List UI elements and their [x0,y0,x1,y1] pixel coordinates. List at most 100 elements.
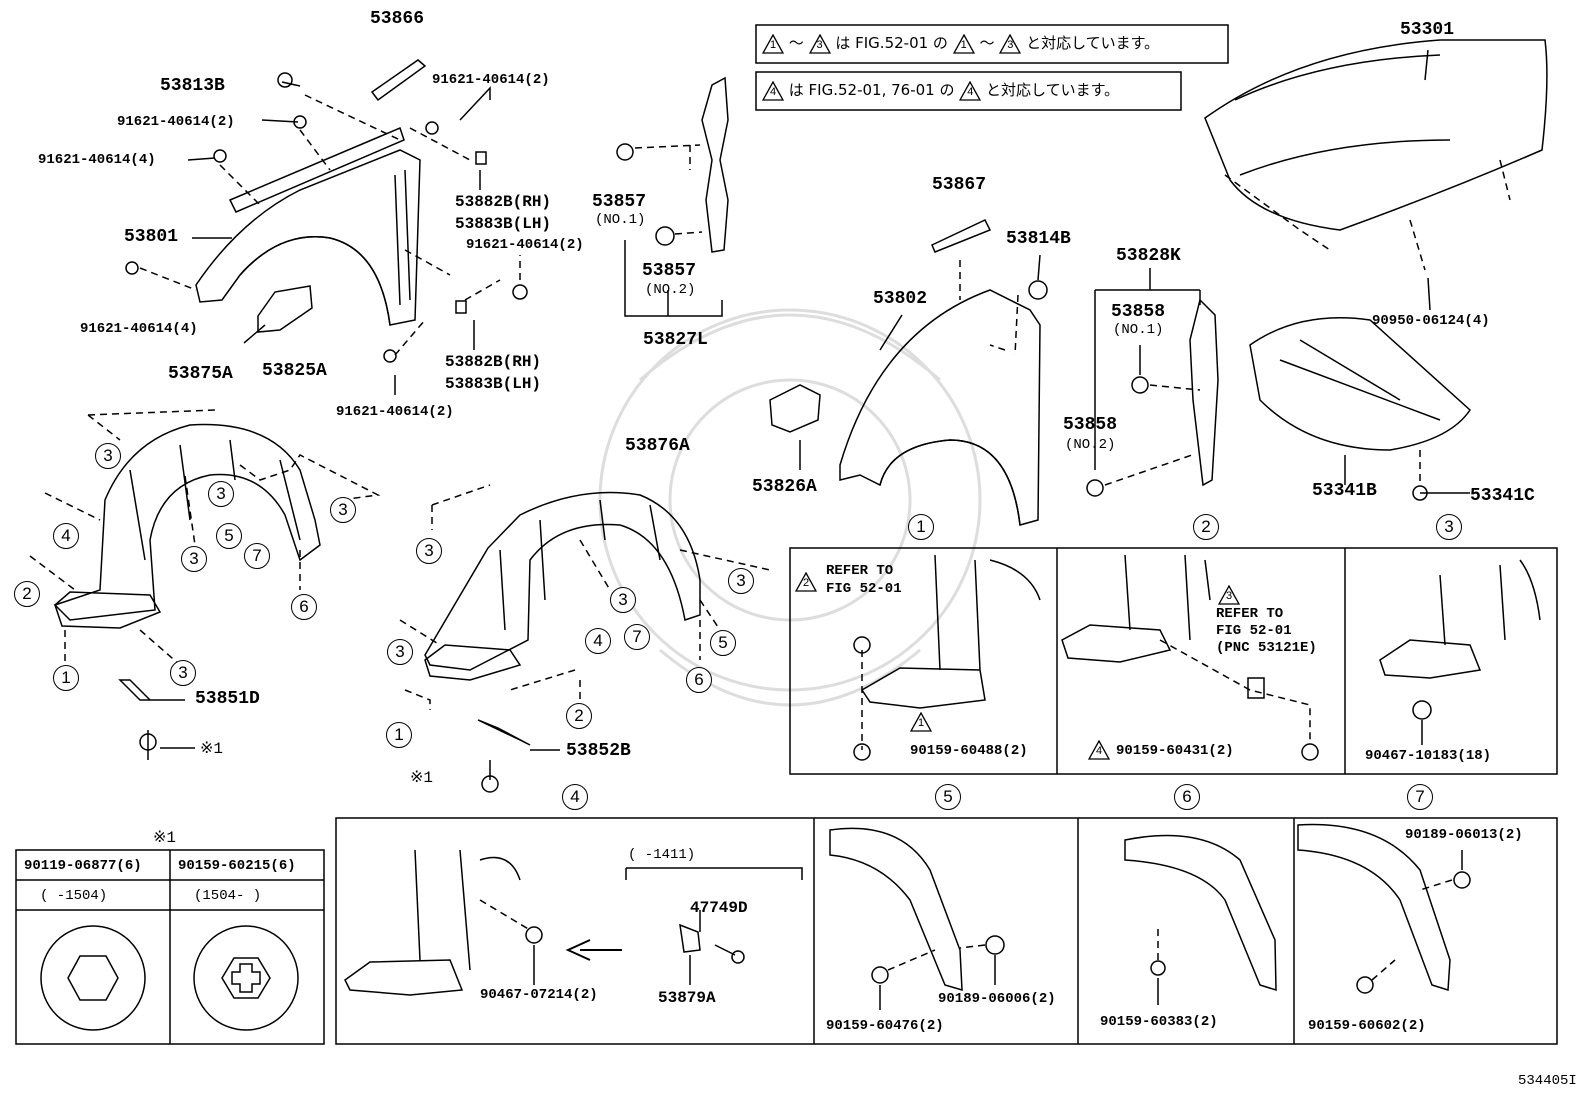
fastener-col2-range: (1504- ) [194,888,262,904]
part-label-53802[interactable]: 53802 [873,289,928,309]
fender-53802 [839,289,1041,526]
part-label-53827L[interactable]: 53827L [643,330,708,350]
note-tilde: ～ [979,34,995,52]
part-label-53826A[interactable]: 53826A [752,477,817,497]
callout-6[interactable]: 6 [1174,784,1200,810]
note-text: と対応しています。 [986,81,1120,99]
part-label-53876A[interactable]: 53876A [625,436,690,456]
callout-6[interactable]: 6 [686,667,712,693]
warning-triangle-icon: 1 [910,712,932,732]
callout-4[interactable]: 4 [53,523,79,549]
callout-3[interactable]: 3 [181,546,207,572]
callout-7[interactable]: 7 [244,543,270,569]
part-label-47749D[interactable]: 47749D [690,899,748,917]
hood-53301 [1204,39,1548,231]
part-label-53858-2[interactable]: 53858 [1063,415,1118,435]
callout-1[interactable]: 1 [908,514,934,540]
callout-5[interactable]: 5 [710,630,736,656]
warning-triangle-icon: 1 [762,33,784,54]
part-label-91621-b[interactable]: 91621-40614(2) [117,114,235,130]
note-text: は FIG.52-01 の [835,34,948,52]
part-label-90159-60488[interactable]: 90159-60488(2) [910,743,1028,759]
part-label-53341C[interactable]: 53341C [1470,486,1535,506]
callout-7[interactable]: 7 [624,624,650,650]
part-label-53341B[interactable]: 53341B [1312,481,1377,501]
liner-53875A [53,423,321,621]
fastener-col2-part[interactable]: 90159-60215(6) [178,858,296,874]
part-label-91621-e[interactable]: 91621-40614(4) [80,321,198,337]
part-label-53867[interactable]: 53867 [932,175,987,195]
part-label-53875A[interactable]: 53875A [168,364,233,384]
callout-5[interactable]: 5 [935,784,961,810]
part-label-53814B[interactable]: 53814B [1006,229,1071,249]
part-label-53882B-2[interactable]: 53882B(RH) [445,353,542,371]
part-label-90159-60383[interactable]: 90159-60383(2) [1100,1014,1218,1030]
part-label-53857-2[interactable]: 53857 [642,261,697,281]
part-label-53858-1[interactable]: 53858 [1111,302,1166,322]
callout-6[interactable]: 6 [291,594,317,620]
part-label-53852B[interactable]: 53852B [566,741,631,761]
part-label-53857-1[interactable]: 53857 [592,192,647,212]
box2-refer: REFER TO [1216,606,1284,622]
part-label-91621-a[interactable]: 91621-40614(2) [432,72,550,88]
callout-2[interactable]: 2 [14,581,40,607]
callout-2[interactable]: 2 [1193,514,1219,540]
callout-4[interactable]: 4 [562,784,588,810]
callout-4[interactable]: 4 [585,628,611,654]
part-label-53851D[interactable]: 53851D [195,689,260,709]
bracket-53828K [1189,298,1219,487]
note-tilde: ～ [788,34,804,52]
callout-7[interactable]: 7 [1407,784,1433,810]
warning-triangle-icon: 2 [795,572,817,592]
warning-triangle-icon: 3 [999,33,1022,54]
part-label-53301[interactable]: 53301 [1400,20,1455,40]
part-label-90159-60602[interactable]: 90159-60602(2) [1308,1018,1426,1034]
part-label-91621-d[interactable]: 91621-40614(2) [466,237,584,253]
part-label-90189-06013[interactable]: 90189-06013(2) [1405,827,1523,843]
warning-triangle-icon: 4 [1088,740,1110,760]
callout-3[interactable]: 3 [170,660,196,686]
callout-1[interactable]: 1 [386,722,412,748]
part-label-53801[interactable]: 53801 [124,227,179,247]
part-label-90189-06006[interactable]: 90189-06006(2) [938,991,1056,1007]
part-label-91621-f[interactable]: 91621-40614(2) [336,404,454,420]
part-label-53813B[interactable]: 53813B [160,76,225,96]
note-1: 1 ～ 3 は FIG.52-01 の 1 ～ 3 と対応しています。 [762,32,1159,54]
part-label-90467-10183[interactable]: 90467-10183(18) [1365,748,1492,764]
callout-3[interactable]: 3 [95,443,121,469]
callout-3[interactable]: 3 [387,639,413,665]
part-label-53858-2-note: (NO.2) [1065,437,1116,453]
callout-3[interactable]: 3 [1436,514,1462,540]
part-label-53879A[interactable]: 53879A [658,989,716,1007]
part-label-53825A[interactable]: 53825A [262,361,327,381]
part-label-90159-60431[interactable]: 90159-60431(2) [1116,743,1234,759]
callout-5[interactable]: 5 [216,523,242,549]
warning-triangle-icon: 4 [959,80,982,101]
callout-1[interactable]: 1 [53,665,79,691]
warning-triangle-icon: 3 [1218,585,1240,605]
callout-2[interactable]: 2 [566,703,592,729]
part-label-90950[interactable]: 90950-06124(4) [1372,313,1490,329]
part-label-53883B-1[interactable]: 53883B(LH) [455,215,552,233]
callout-3[interactable]: 3 [416,538,442,564]
callout-3[interactable]: 3 [610,587,636,613]
part-label-90159-60476[interactable]: 90159-60476(2) [826,1018,944,1034]
star-1-b: ※1 [410,769,434,787]
fastener-col1-part[interactable]: 90119-06877(6) [24,858,142,874]
part-label-53882B-1[interactable]: 53882B(RH) [455,193,552,211]
part-label-53857-1-note: (NO.1) [595,212,646,228]
box4-range: ( -1411) [628,847,696,863]
box2-fig: FIG 52-01 [1216,623,1292,639]
part-label-90467-07214[interactable]: 90467-07214(2) [480,987,598,1003]
callout-3[interactable]: 3 [330,497,356,523]
part-label-53828K[interactable]: 53828K [1116,246,1181,266]
part-label-91621-c[interactable]: 91621-40614(4) [38,152,156,168]
callout-3[interactable]: 3 [728,568,754,594]
part-label-53866[interactable]: 53866 [370,9,425,29]
fastener-table-title: ※1 [153,829,177,847]
box2-pnc: (PNC 53121E) [1216,640,1317,656]
part-label-53883B-2[interactable]: 53883B(LH) [445,375,542,393]
warning-triangle-icon: 3 [808,33,831,54]
callout-3[interactable]: 3 [208,481,234,507]
